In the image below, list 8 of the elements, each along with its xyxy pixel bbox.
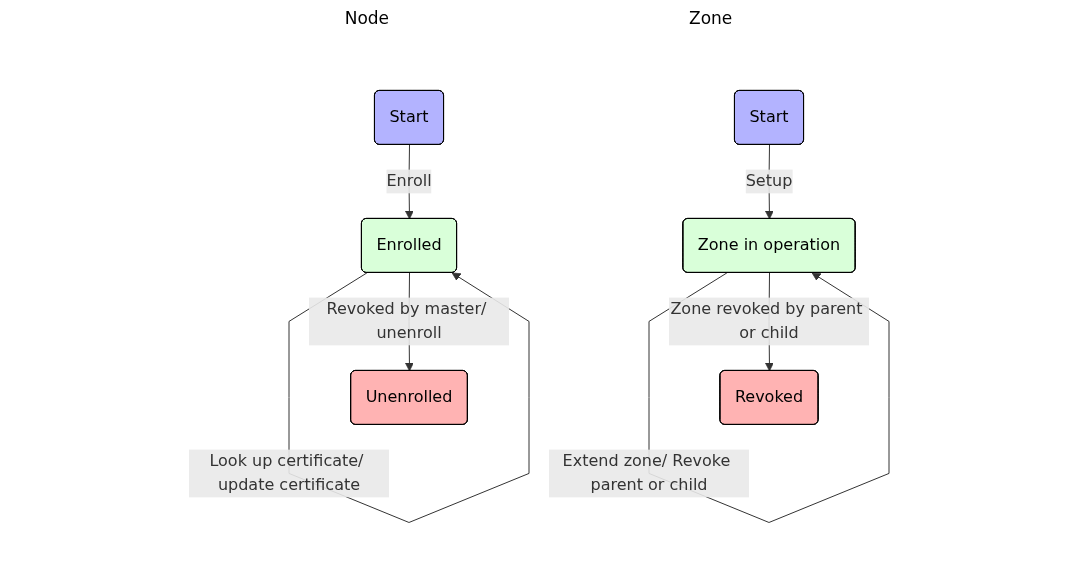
edge-label: Extend zone/ Revoke parent or child <box>562 451 730 495</box>
edge-label: Zone revoked by parent or child <box>669 299 862 343</box>
edge-label: Enroll <box>385 171 432 191</box>
column-heading: Zone <box>689 8 733 28</box>
edge-label: Setup <box>745 171 792 191</box>
edge-label: Look up certificate/ update certificate <box>208 451 363 495</box>
column-heading: Node <box>344 8 390 28</box>
edge-label: Revoked by master/ unenroll <box>326 299 486 343</box>
